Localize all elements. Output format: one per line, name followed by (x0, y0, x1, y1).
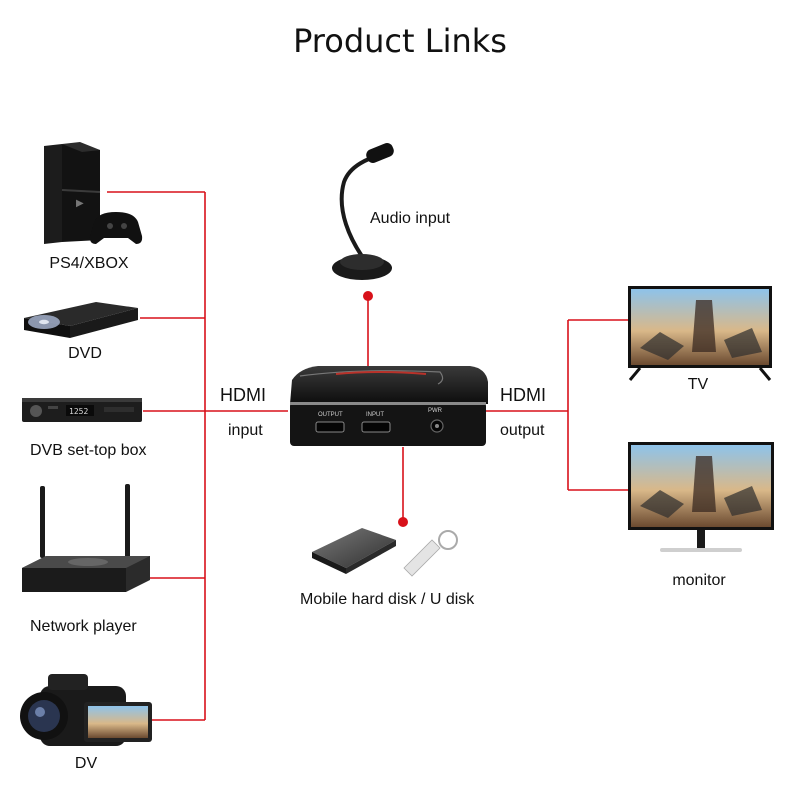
label-dvd: DVD (68, 345, 102, 362)
svg-text:▶: ▶ (76, 198, 84, 209)
monitor-icon (628, 442, 774, 552)
connection-wires (107, 191, 628, 721)
camcorder-icon (20, 674, 152, 746)
label-hdmi-output-sub: output (500, 422, 545, 439)
dvd-player-icon (24, 302, 138, 338)
audio-connector-dot (363, 291, 373, 301)
port-label-pwr: PWR (428, 408, 443, 414)
label-audio-input: Audio input (370, 210, 451, 227)
label-hdmi-output-title: HDMI (500, 385, 546, 405)
label-dvb-set-top-box: DVB set-top box (30, 442, 147, 459)
port-label-input: INPUT (366, 412, 384, 418)
label-hdmi-input-title: HDMI (220, 385, 266, 405)
gamepad-icon (89, 212, 143, 244)
page-title: Product Links (293, 22, 507, 60)
label-hdmi-input-sub: input (228, 422, 263, 439)
label-ps4-xbox: PS4/XBOX (49, 255, 129, 272)
label-storage: Mobile hard disk / U disk (300, 591, 475, 608)
tv-icon (628, 286, 772, 381)
capture-box-device: OUTPUT INPUT PWR (290, 366, 488, 446)
label-monitor: monitor (672, 572, 726, 589)
storage-connector-dot (398, 517, 408, 527)
set-top-box-icon: 1252 (22, 398, 142, 422)
set-top-box-display: 1252 (69, 407, 88, 416)
hard-disk-icon (312, 528, 396, 574)
label-network-player: Network player (30, 618, 137, 635)
microphone-icon (332, 143, 394, 280)
network-player-icon (22, 484, 150, 592)
label-tv: TV (687, 376, 709, 393)
u-disk-icon (403, 530, 458, 577)
label-dv: DV (74, 755, 98, 772)
ps4-console-icon: ▶ (44, 142, 101, 244)
port-label-output: OUTPUT (318, 412, 343, 418)
